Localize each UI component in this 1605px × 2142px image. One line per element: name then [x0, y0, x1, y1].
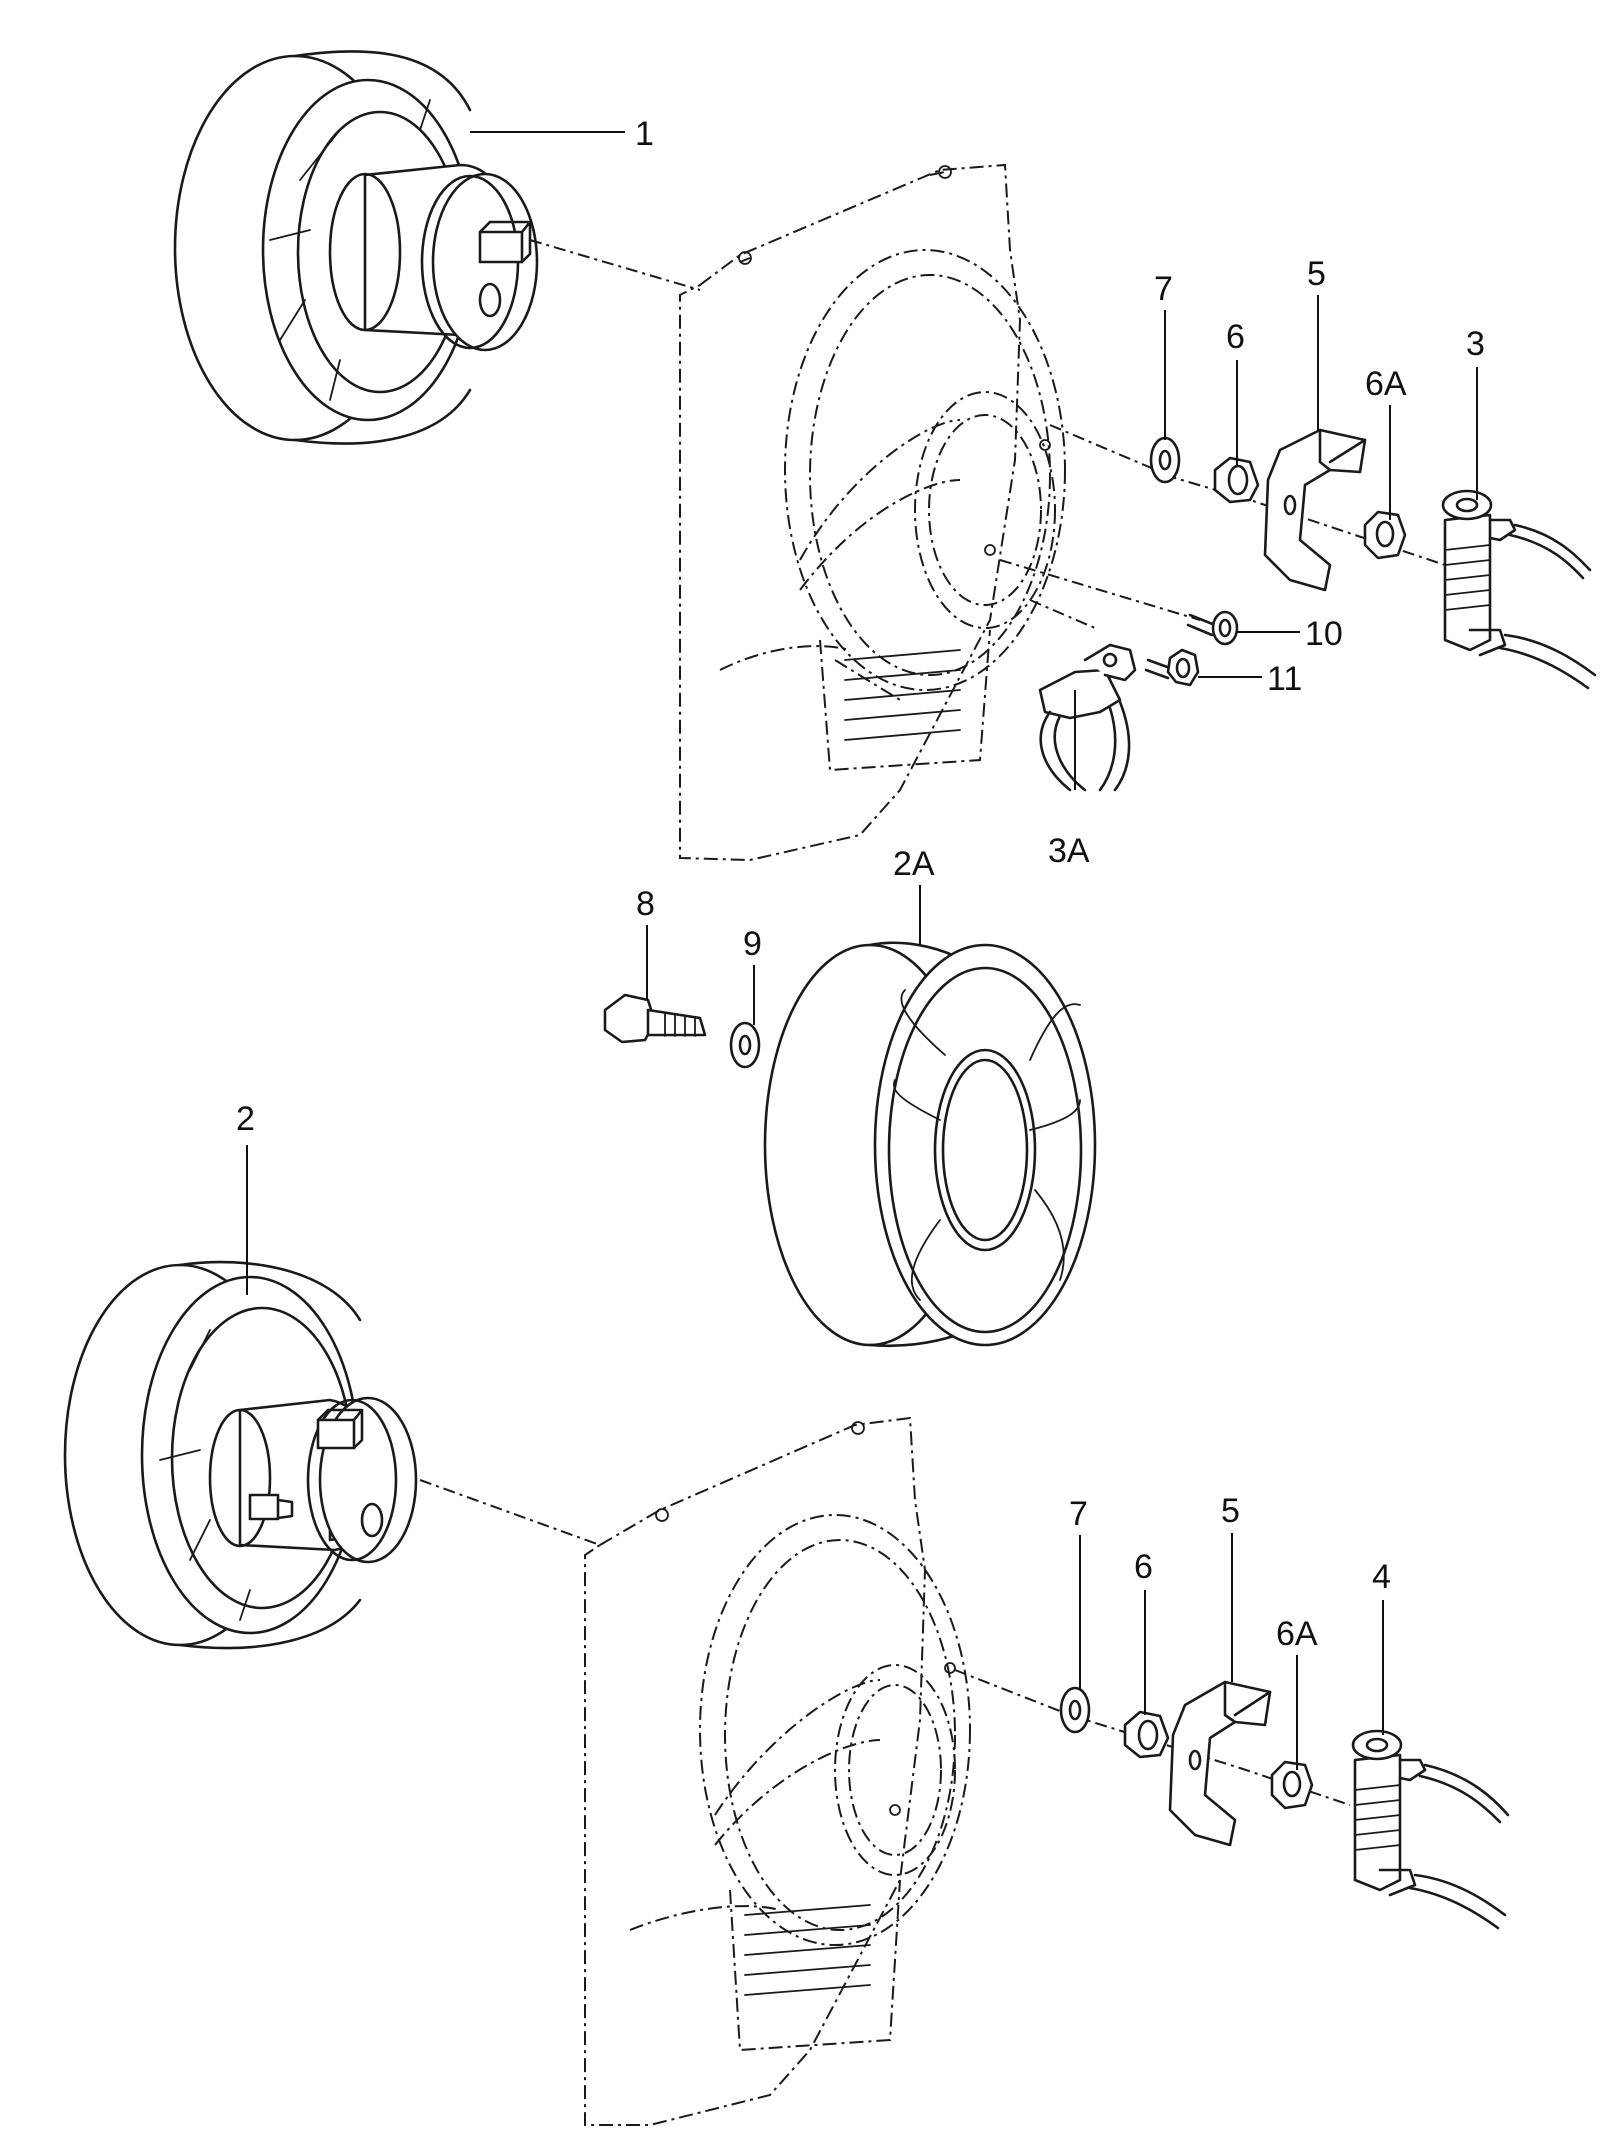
callout-2: 2 [236, 1100, 255, 1138]
callout-6A-top: 6A [1365, 365, 1407, 403]
callout-5-bottom: 5 [1221, 1492, 1240, 1530]
callout-11: 11 [1267, 660, 1302, 698]
fan-motor-bottom [63, 1260, 418, 1650]
fan-motor-top [173, 50, 539, 445]
washer-7-top [1149, 436, 1181, 484]
callout-7-bottom: 7 [1069, 1495, 1088, 1533]
callout-6-bottom: 6 [1134, 1548, 1153, 1586]
assembly-axis-bracket-3A [1029, 599, 1096, 629]
nut-6-top [1213, 456, 1260, 504]
callout-2A: 2A [893, 845, 935, 883]
washer-7-bottom [1059, 1686, 1091, 1734]
callout-5-top: 5 [1307, 255, 1326, 293]
screw-11 [1144, 648, 1200, 687]
callout-6-top: 6 [1226, 318, 1245, 356]
callout-4: 4 [1372, 1558, 1391, 1596]
fan-shroud-bottom [584, 1416, 971, 2126]
nut-6-bottom [1123, 1710, 1170, 1759]
screw-10 [1186, 610, 1239, 646]
callout-3: 3 [1466, 325, 1485, 363]
washer-9 [729, 1021, 761, 1069]
bracket-5-bottom [1168, 1680, 1272, 1847]
bolt-8 [603, 993, 707, 1044]
temperature-switch-4 [1351, 1729, 1510, 1930]
assembly-axis-top [529, 239, 701, 291]
callout-10: 10 [1305, 615, 1343, 653]
assembly-axis-screw-10 [999, 559, 1201, 621]
fan-shroud-top [679, 163, 1066, 862]
callout-7-top: 7 [1154, 270, 1173, 308]
fan-wheel-2A [763, 941, 1097, 1348]
temperature-switch-3 [1441, 489, 1597, 690]
nut-6A-bottom [1270, 1760, 1314, 1810]
nut-6A-top [1363, 510, 1407, 560]
bracket-5-top [1263, 428, 1367, 592]
callout-leaders [246, 131, 1478, 1770]
callout-1: 1 [635, 115, 654, 153]
callout-8: 8 [636, 885, 655, 923]
assembly-axis-bottom [419, 1479, 601, 1546]
callout-3A: 3A [1048, 832, 1090, 870]
callout-6A-bottom: 6A [1276, 1615, 1318, 1653]
sensor-bracket-3A [1038, 643, 1137, 792]
callout-9: 9 [743, 925, 762, 963]
